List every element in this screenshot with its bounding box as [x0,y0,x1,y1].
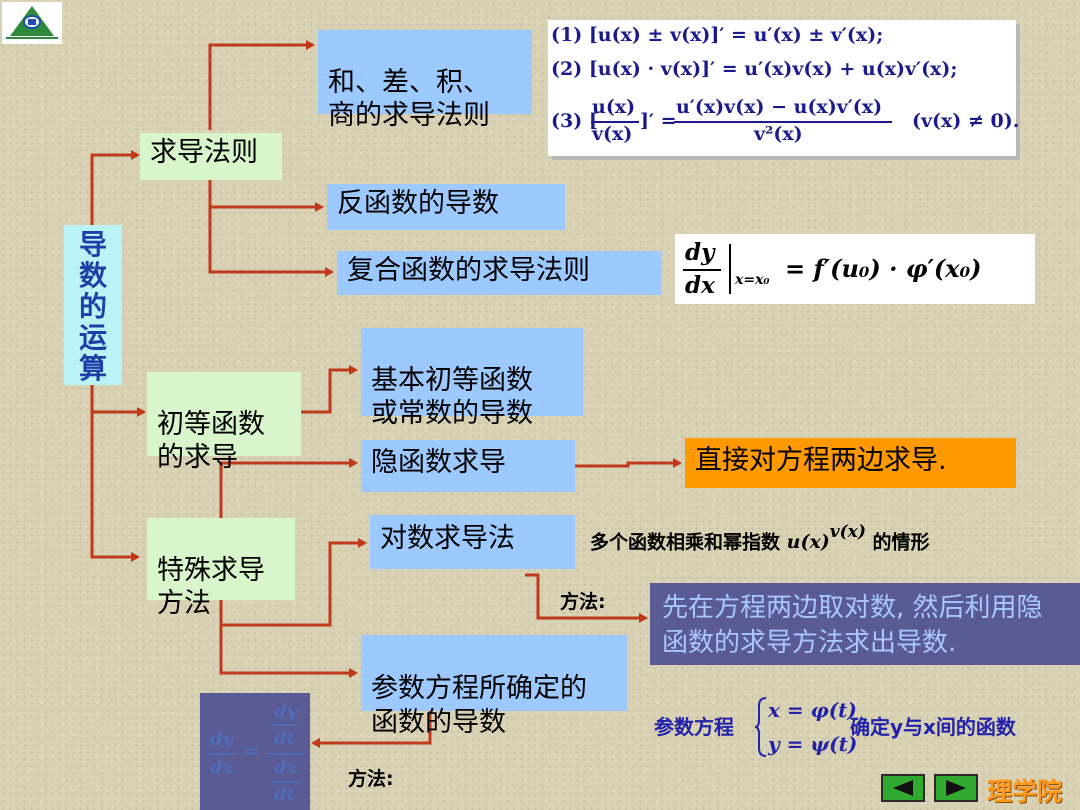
node-basic-elementary: 基本初等函数 或常数的导数 [361,328,583,429]
node-implicit-function: 隐函数求导 [361,440,575,492]
pd-num-den: dt [274,728,295,749]
log-case-text: 多个函数相乘和幂指数 u(x)v(x) 的情形 [590,522,930,554]
node-label: 基本初等函数 或常数的导数 [371,365,533,429]
node-label: 参数方程所确定的 函数的导数 [371,673,587,738]
log-method-box: 先在方程两边取对数, 然后利用隐函数的求导方法求出导数. [650,583,1080,665]
node-sum-product-quotient-rule: 和、差、积、 商的求导法则 [318,30,532,131]
quotient-bar-right [674,121,892,123]
node-parametric-equation: 参数方程所确定的 函数的导数 [361,635,627,738]
prev-slide-button[interactable] [881,774,925,802]
implicit-method-text: 直接对方程两边求导. [695,445,947,476]
quotient-right-denominator: v²(x) [754,123,803,145]
pd-main-bar [266,753,304,755]
pd-den-bar [272,781,298,783]
power-base: u(x) [786,531,830,554]
brand-label: 理学院 [987,777,1063,806]
sum-product-quotient-formulas: (1) [u(x) ± v(x)]′ = u′(x) ± v′(x); (2) … [548,20,1020,156]
chain-numerator: dy [685,239,715,266]
pd-lhs-den: dx [210,757,234,778]
node-label: 求导法则 [150,137,258,168]
chain-denominator: dx [685,272,715,299]
log-method-text: 先在方程两边取对数, 然后利用隐函数的求导方法求出导数. [662,593,1043,658]
quotient-denominator: v(x) [592,123,633,145]
node-elementary-functions: 初等函数 的求导 [147,372,301,473]
root-label: 导数的运算 [78,228,107,385]
pd-num-bar [272,724,298,726]
node-inverse-function: 反函数的导数 [327,184,565,230]
node-label: 特殊求导 方法 [157,555,265,619]
quotient-condition: (v(x) ≠ 0). [912,110,1020,132]
quotient-bar-left [591,121,639,123]
pd-den-num: dx [274,757,298,778]
left-brace [754,697,767,757]
node-label: 复合函数的求导法则 [347,255,590,286]
node-label: 和、差、积、 商的求导法则 [328,67,490,131]
arrow-right-icon [946,780,966,796]
parametric-derivative-box: dy dx = dy dt dx dt [200,693,310,810]
university-logo [2,2,62,44]
node-label: 对数求导法 [380,523,515,554]
arrow-left-icon [893,780,913,796]
param-x-eq: x = φ(t) [768,698,857,722]
node-label: 反函数的导数 [337,188,499,219]
pd-num-num: dy [274,701,298,722]
log-case-prefix: 多个函数相乘和幂指数 [590,531,781,554]
pd-eq: = [244,741,260,762]
pd-lhs-bar [208,753,236,755]
pd-lhs-num: dy [210,729,234,750]
param-y-eq: y = ψ(t) [768,732,858,756]
chain-bar [683,269,721,271]
quotient-right-numerator: u′(x)v(x) − u(x)v′(x) [676,96,883,118]
node-special-methods: 特殊求导 方法 [147,518,295,619]
node-logarithmic-differentiation: 对数求导法 [370,515,575,569]
quotient-numerator: u(x) [592,96,636,118]
chain-subscript: x=x₀ [735,272,770,288]
param-suffix: 确定y与x间的函数 [850,715,1016,739]
quotient-mid: ]′ = [640,110,677,132]
chain-rule-formula: dy dx x=x₀ = f′(u₀) · φ′(x₀) [675,234,1035,304]
method-label-log: 方法: [560,591,606,613]
chain-eval-bar [729,244,731,294]
param-prefix: 参数方程 [654,715,734,739]
chain-rhs: = f′(u₀) · φ′(x₀) [785,254,982,283]
node-chain-rule: 复合函数的求导法则 [337,251,661,295]
power-expression: u(x)v(x) [786,522,873,554]
formula-line-1: (1) [u(x) ± v(x)]′ = u′(x) ± v′(x); [551,24,884,46]
pd-den-den: dt [274,784,295,805]
method-label-param: 方法: [348,768,394,790]
formula-line-2: (2) [u(x) · v(x)]′ = u′(x)v(x) + u(x)v′(… [551,58,958,80]
quotient-prefix: (3) [ [551,110,598,132]
implicit-method-box: 直接对方程两边求导. [685,438,1016,488]
next-slide-button[interactable] [934,774,978,802]
log-case-suffix: 的情形 [872,531,930,554]
node-derivative-rules: 求导法则 [140,133,282,180]
power-exponent: v(x) [829,522,866,542]
root-node: 导数的运算 [64,225,122,385]
node-label: 隐函数求导 [371,447,506,478]
node-label: 初等函数 的求导 [157,409,265,473]
